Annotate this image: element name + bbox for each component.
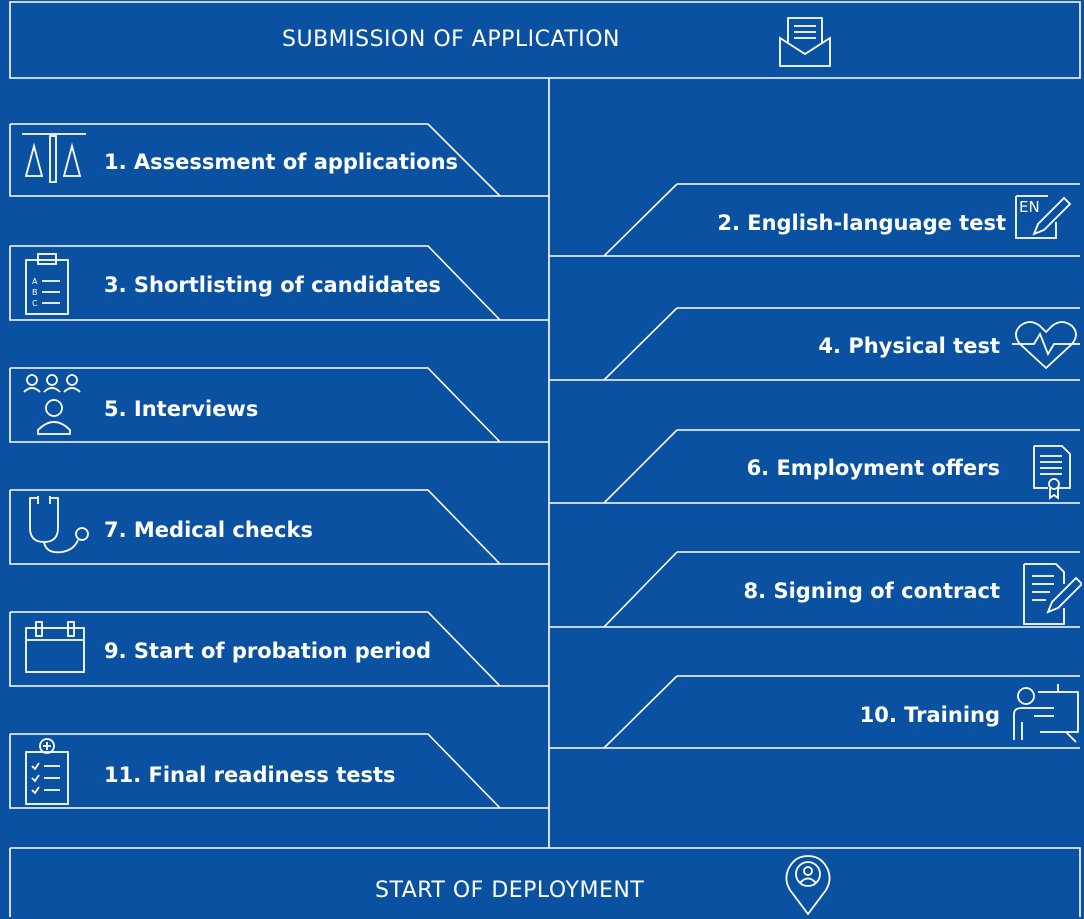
step-2-label: 2. English-language test (717, 211, 1006, 235)
location-pin-person-icon (785, 855, 831, 916)
right-step-shape-10 (549, 675, 1080, 749)
step-4-label: 4. Physical test (818, 334, 1000, 358)
heart-pulse-icon (1012, 321, 1080, 370)
footer-box (9, 847, 1081, 917)
left-step-shape-9 (9, 611, 549, 687)
calendar-icon (25, 621, 85, 673)
step-9-label: 9. Start of probation period (104, 639, 432, 663)
step-10-label: 10. Training (859, 703, 1000, 727)
left-step-shape-3 (9, 245, 549, 321)
scales-icon (22, 133, 86, 183)
step-5-label: 5. Interviews (104, 397, 259, 421)
svg-text:A: A (32, 277, 38, 286)
right-step-shape-8 (549, 551, 1080, 628)
footer-title: START OF DEPLOYMENT (375, 878, 645, 903)
step-7-label: 7. Medical checks (104, 518, 313, 542)
language-test-icon-text: EN (1019, 198, 1040, 216)
svg-text:C: C (32, 299, 38, 308)
step-1-label: 1. Assessment of applications (104, 150, 459, 174)
svg-text:B: B (32, 288, 38, 297)
left-step-shape-7 (9, 489, 549, 565)
step-3-label: 3. Shortlisting of candidates (104, 273, 441, 297)
step-8-label: 8. Signing of contract (743, 579, 1000, 603)
left-step-shape-1 (9, 123, 549, 197)
header-title: SUBMISSION OF APPLICATION (282, 27, 621, 52)
medical-checklist-icon (25, 738, 69, 805)
left-step-shape-11 (9, 733, 549, 809)
interview-people-icon (23, 374, 81, 435)
envelope-document-icon (779, 17, 831, 67)
training-presenter-icon (1013, 684, 1079, 743)
contract-pen-icon (1023, 563, 1082, 625)
right-step-shape-6 (549, 429, 1080, 504)
step-6-label: 6. Employment offers (746, 456, 1000, 480)
right-step-shape-2 (549, 183, 1080, 257)
left-step-shape-5 (9, 367, 549, 443)
stethoscope-icon (29, 496, 89, 554)
language-test-icon: EN (1015, 195, 1072, 239)
header-box (9, 1, 1081, 79)
clipboard-abc-icon: A B C (25, 253, 69, 315)
certificate-document-icon (1033, 445, 1071, 500)
right-step-shape-4 (549, 307, 1080, 381)
step-11-label: 11. Final readiness tests (104, 763, 396, 787)
